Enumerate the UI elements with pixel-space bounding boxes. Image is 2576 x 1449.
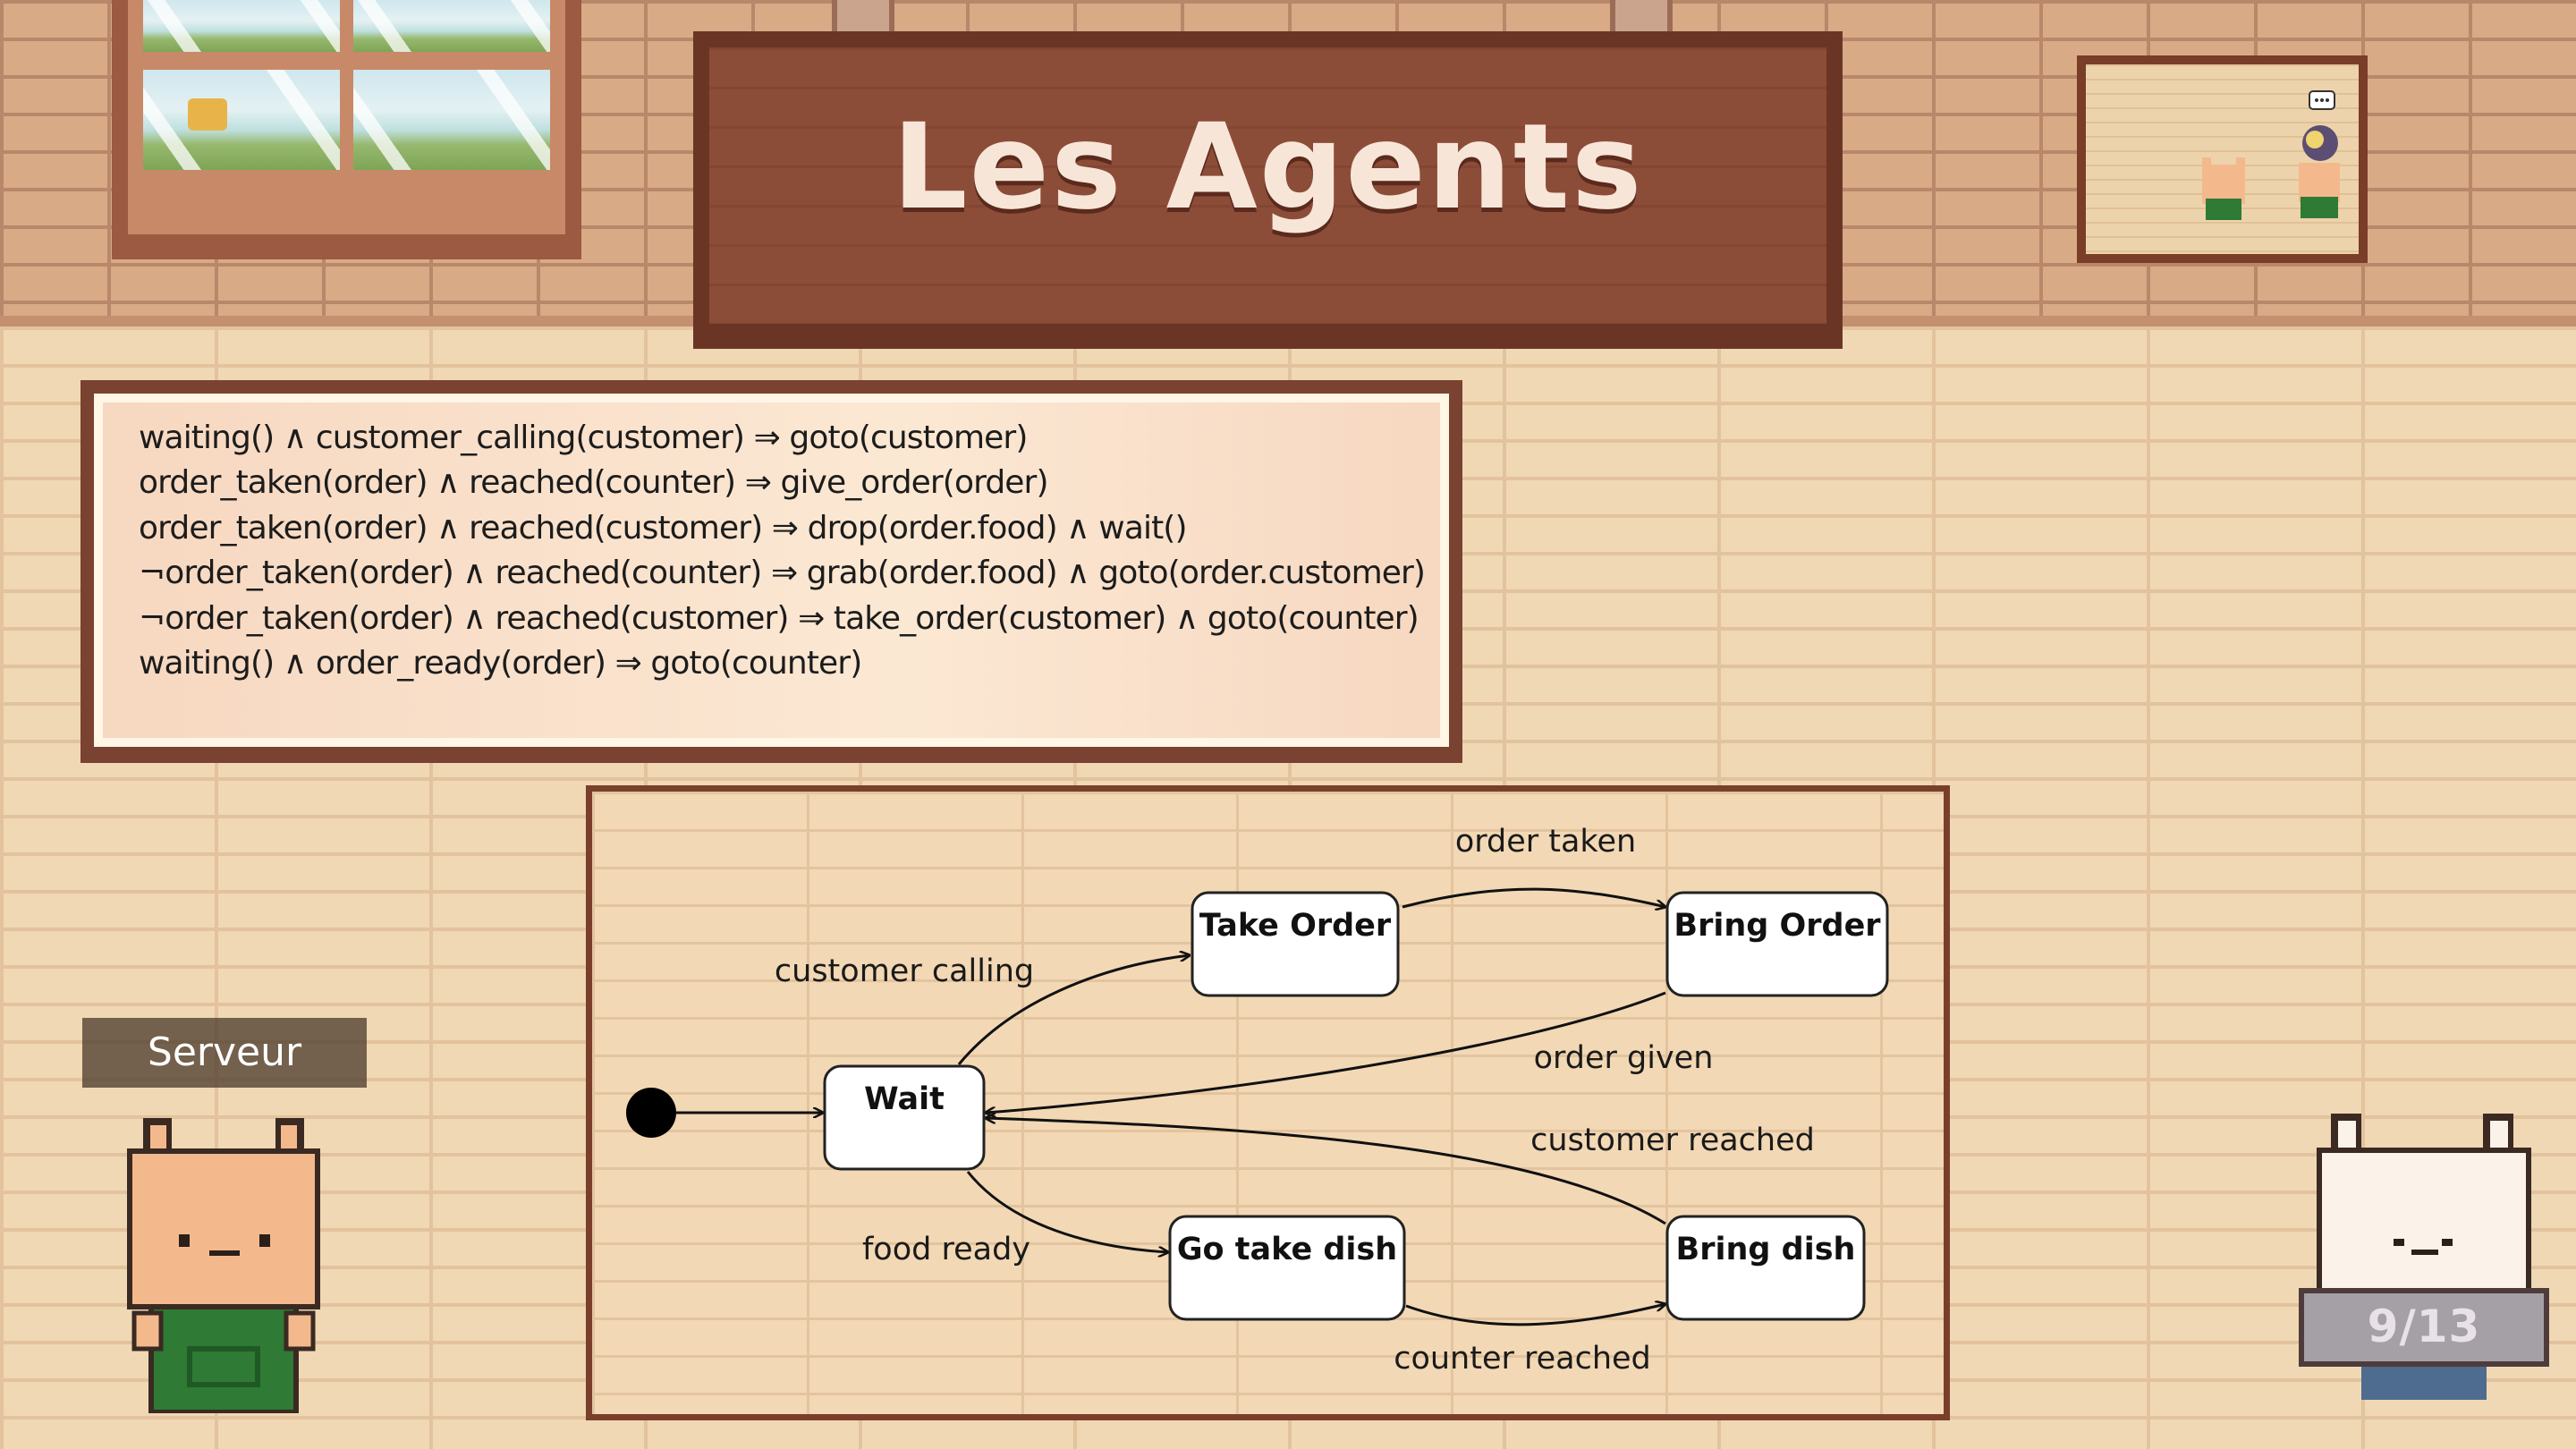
rule-line: order_taken(order) ∧ reached(counter) ⇒ … [139,464,1048,502]
transition-label: counter reached [1394,1341,1651,1377]
edge-counter-reached [1405,1304,1665,1326]
cat-small-icon [2202,157,2245,220]
transition-label: order taken [1455,824,1636,860]
state-wait: Wait [823,1064,986,1171]
state-label: Wait [864,1081,945,1117]
minimap[interactable] [2077,55,2368,263]
window-pane [353,70,550,170]
transition-label: customer calling [775,953,1034,989]
initial-state-icon [626,1088,676,1138]
edge-order-given [986,991,1666,1113]
state-go-take-dish: Go take dish [1168,1215,1406,1321]
window [112,0,581,259]
character-name-tag: Serveur [82,1018,367,1088]
edge-food-ready [966,1171,1168,1252]
rules-panel [80,380,1462,763]
sun-icon [188,98,227,131]
rule-line: ¬order_taken(order) ∧ reached(customer) … [139,599,1419,637]
rule-line: waiting() ∧ order_ready(order) ⇒ goto(co… [139,644,862,682]
state-label: Bring Order [1674,908,1881,944]
window-pane [143,70,340,170]
rule-line: order_taken(order) ∧ reached(customer) ⇒… [139,509,1188,547]
speech-bubble-icon [2309,90,2335,110]
state-label: Take Order [1199,908,1392,944]
state-label: Bring dish [1676,1232,1856,1267]
edge-customer-calling [957,955,1190,1065]
transition-label: customer reached [1530,1123,1815,1158]
page-title: Les Agents [892,98,1644,236]
state-bring-order: Bring Order [1665,891,1889,997]
title-sign [693,31,1843,349]
rule-line: waiting() ∧ customer_calling(customer) ⇒… [139,419,1028,456]
window-pane [143,0,340,52]
guide-cat-icon [2317,1114,2531,1400]
cat-small-icon [2299,125,2340,218]
state-label: Go take dish [1177,1232,1397,1267]
edge-order-taken [1402,887,1665,907]
rules-list: waiting() ∧ customer_calling(customer) ⇒… [139,416,1426,686]
transition-label: food ready [862,1232,1030,1267]
state-take-order: Take Order [1191,891,1400,997]
state-bring-dish: Bring dish [1665,1215,1866,1321]
transition-label: order given [1534,1040,1714,1076]
waiter-cat-icon [127,1118,320,1413]
page-indicator: 9/13 [2299,1288,2549,1367]
window-pane [353,0,550,52]
rule-line: ¬order_taken(order) ∧ reached(counter) ⇒… [139,555,1426,592]
edge-customer-reached [986,1118,1666,1225]
